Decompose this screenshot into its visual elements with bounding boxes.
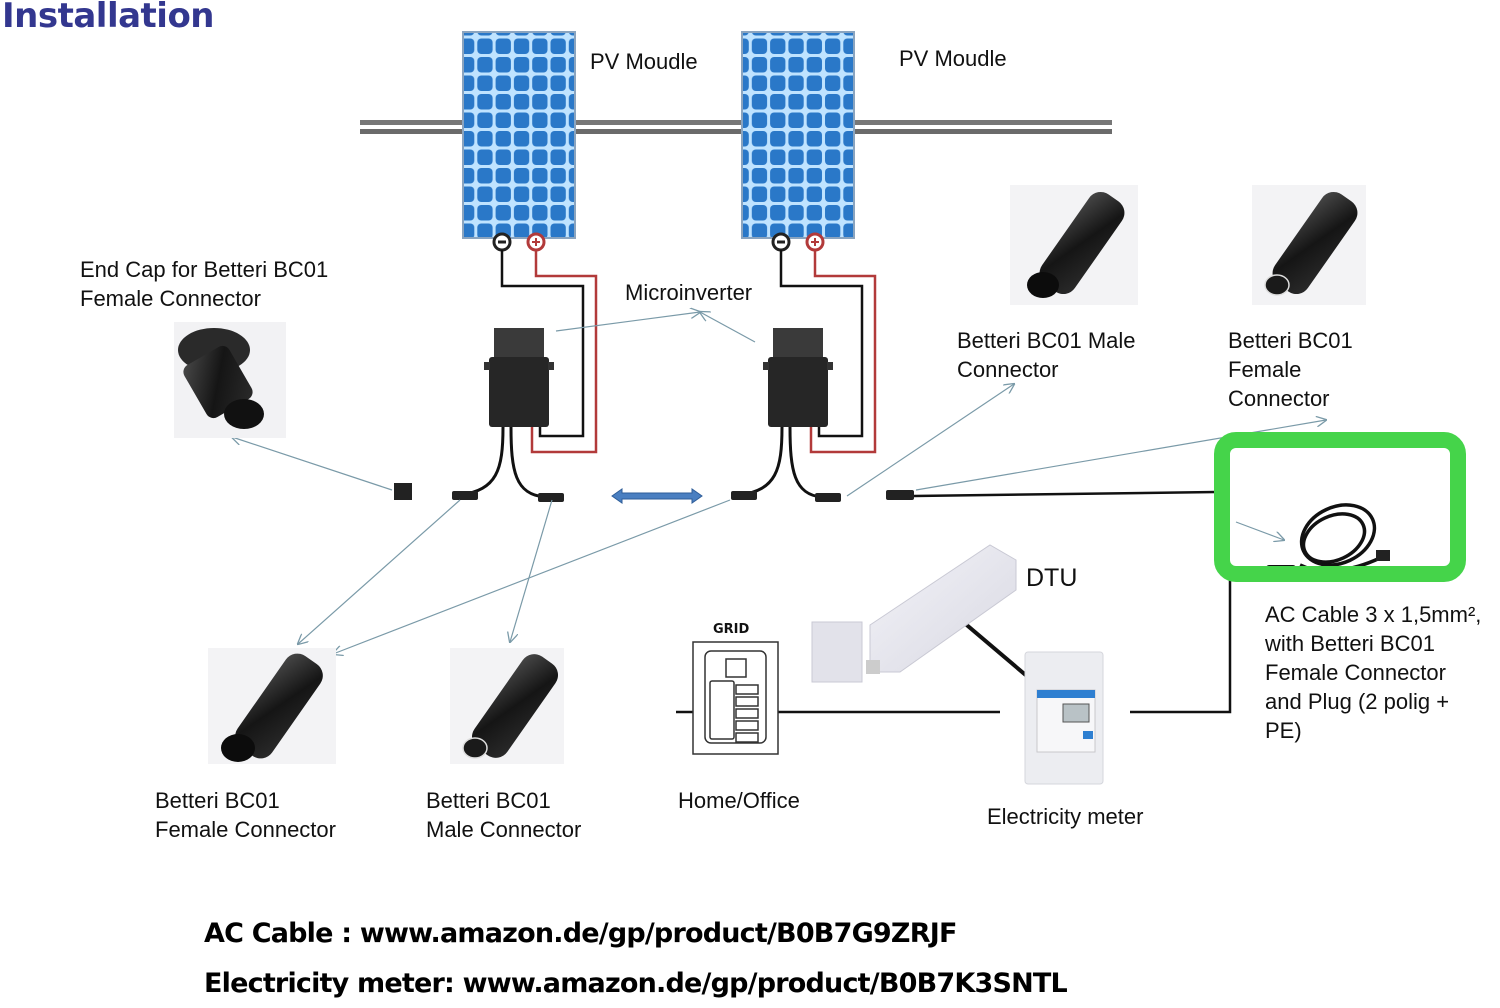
label-line: Female: [1228, 357, 1302, 382]
label-line: Female Connector: [1265, 660, 1446, 685]
label-line: Female Connector: [155, 817, 336, 842]
meter-product-link: Electricity meter: www.amazon.de/gp/prod…: [204, 968, 1068, 999]
end-cap-label: End Cap for Betteri BC01 Female Connecto…: [80, 255, 328, 313]
label-line: and Plug (2 polig +: [1265, 689, 1450, 714]
label-line: Betteri BC01 Male: [957, 328, 1136, 353]
female-connector-label-bottom: Betteri BC01 Female Connector: [155, 786, 336, 844]
dtu-device: [811, 544, 1017, 683]
microinverter-2: [731, 328, 841, 502]
end-cap-image: [174, 322, 286, 438]
end-cap-small: [394, 483, 412, 500]
microinverter-label: Microinverter: [625, 280, 753, 305]
label-line: Betteri BC01: [426, 788, 551, 813]
pv-module-1-label: PV Moudle: [590, 49, 698, 74]
ac-cable-highlight-frame: [1214, 432, 1466, 582]
electricity-meter: [1024, 651, 1104, 785]
daisy-chain-arrow: [611, 488, 703, 504]
microinverter-1: [452, 328, 564, 502]
dtu-label: DTU: [1026, 564, 1078, 592]
label-line: AC Cable 3 x 1,5mm²,: [1265, 602, 1482, 627]
pv-module-2: [741, 31, 855, 252]
ac-cable-label: AC Cable 3 x 1,5mm², with Betteri BC01 F…: [1265, 600, 1481, 745]
ac-trunk-line: [913, 490, 1217, 498]
end-cap-label-line: Female Connector: [80, 286, 261, 311]
label-line: Male Connector: [426, 817, 582, 842]
label-line: Connector: [1228, 386, 1330, 411]
male-connector-label-bottom: Betteri BC01 Male Connector: [426, 786, 581, 844]
pv-module-1: [462, 31, 576, 252]
female-connector-small: [886, 490, 914, 500]
grid-panel: [692, 641, 779, 755]
label-line: Connector: [957, 357, 1059, 382]
ac-cable-product-link: AC Cable : www.amazon.de/gp/product/B0B7…: [204, 918, 957, 949]
male-connector-image-top: [1010, 185, 1138, 305]
dc-wiring-1: [500, 250, 598, 454]
label-line: Betteri BC01: [155, 788, 280, 813]
label-line: with Betteri BC01: [1265, 631, 1435, 656]
ac-to-meter-line: [1130, 576, 1232, 714]
male-connector-label-top: Betteri BC01 Male Connector: [957, 326, 1136, 384]
dtu-to-meter-line: [960, 619, 1030, 679]
home-office-label: Home/Office: [678, 788, 800, 813]
female-connector-image-bottom: [208, 648, 336, 764]
pointer-lines: [232, 312, 1326, 654]
end-cap-label-line: End Cap for Betteri BC01: [80, 257, 329, 282]
label-line: PE): [1265, 718, 1302, 743]
male-connector-image-bottom: [450, 648, 564, 764]
label-line: Betteri BC01: [1228, 328, 1353, 353]
dc-wiring-2: [779, 250, 877, 454]
female-connector-label-top: Betteri BC01 Female Connector: [1228, 326, 1353, 413]
pv-module-2-label: PV Moudle: [899, 46, 1007, 71]
grid-box-label: GRID: [713, 622, 750, 637]
electricity-meter-label: Electricity meter: [987, 804, 1144, 829]
mounting-rail: [360, 120, 1112, 134]
page-title: Installation: [2, 0, 215, 36]
female-connector-image-top: [1252, 185, 1366, 305]
